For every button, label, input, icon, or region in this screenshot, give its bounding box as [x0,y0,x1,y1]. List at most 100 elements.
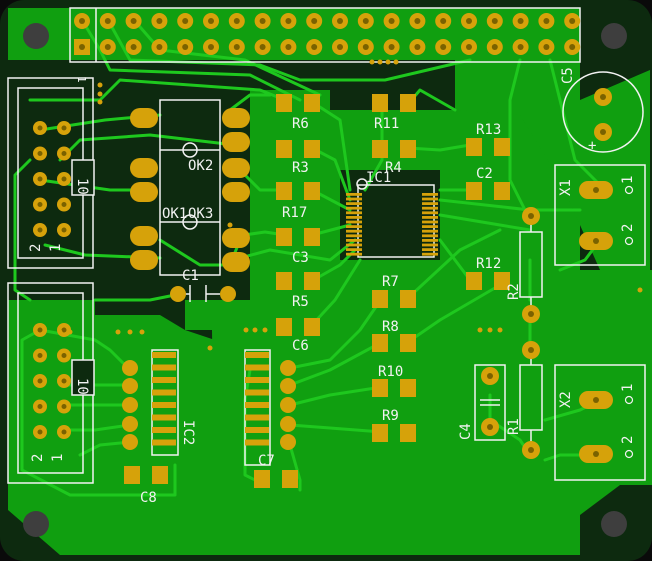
ic2-pad [245,402,269,408]
connector-pin-hole [37,125,43,131]
x1-pin2-label: 2 [620,224,636,232]
ic2-pad [245,427,269,433]
ic1-pad [346,193,362,196]
ic1-pad [422,248,438,251]
pad-holes [487,94,606,457]
connector-pin-hole [61,378,67,384]
connector-pin-hole [61,151,67,156]
header-pin-hole [362,44,369,50]
header-pin-hole [311,18,318,24]
silk-outlines [7,7,646,484]
x1-pin1-label: 1 [620,176,636,184]
ic1-pad [422,216,438,219]
ic1-pad [422,234,438,238]
connector-lower-pin2: 2 [30,454,46,462]
label-c4: C4 [458,423,474,440]
label-ok1: OK1 [162,206,187,222]
header-pin-hole [440,18,447,24]
connector-pin-hole [61,429,67,435]
ic1-pad [422,202,438,205]
header-pin-hole [156,18,163,24]
header-pin-hole [208,44,214,50]
label-r12: R12 [476,256,501,272]
header-pin-hole [543,18,550,24]
header-pin-hole [491,18,498,24]
connector-pin-hole [61,327,67,333]
header-pin-hole [311,44,318,50]
header-pin-hole [440,44,447,50]
header-pin-hole [104,44,111,50]
mounting-holes [23,23,627,537]
x2-pin1-label: 1 [620,384,636,392]
header-pin-hole [233,44,240,50]
ic2-pad [245,414,269,421]
connector-pin-hole [37,404,43,409]
ic1-pad [346,229,362,233]
ic1-pad [346,225,362,228]
label-r9: R9 [382,408,399,424]
silk-labels: 1 10 1 2 10 1 2 OK2 OK1 OK3 C1 R6 R3 R17… [28,67,636,506]
label-r5: R5 [292,294,309,310]
header-pin-hole [259,18,266,24]
connector-upper-pins [33,121,71,237]
connector-lower-pins [33,323,71,439]
ic2-pad [245,439,269,446]
label-x2: X2 [558,391,574,408]
label-c7: C7 [258,453,275,469]
connector-pin-hole [37,227,43,233]
label-r1: R1 [506,418,522,435]
ic1-pad [346,239,362,242]
label-c8: C8 [140,490,157,506]
header-pin-hole [569,18,576,24]
label-c5: C5 [560,67,576,84]
ic2-pads [152,352,269,446]
connector-pin-hole [61,202,67,207]
label-r2: R2 [506,283,522,300]
ic1-pad [422,193,438,196]
header-pin-hole [517,18,524,24]
smd-pads [124,94,510,488]
ic2-pad [152,402,176,408]
header-pin-hole [388,18,395,24]
connector-lower-pin1: 1 [50,454,66,462]
label-c1: C1 [182,268,199,284]
ic2-pad [245,364,269,371]
header-pin-hole [337,18,343,24]
connector-pin-hole [37,378,43,384]
connector-pin-hole [37,327,43,333]
ic2-pad [152,439,176,446]
label-r3: R3 [292,160,309,176]
label-x1: X1 [558,179,574,196]
ic1-pad [422,220,438,224]
ic1-pad [422,243,438,247]
vias [57,59,643,351]
connector-pin-hole [61,227,67,233]
label-r10: R10 [378,364,403,380]
connector-upper-label: 10 [74,178,90,195]
header-pin-hole [79,18,85,24]
ic2-pad [245,352,269,358]
ic1-pad [422,206,438,210]
ic1-pads [346,193,438,256]
header-pin-hole [208,18,214,24]
label-ic2: IC2 [180,420,196,445]
connector-pin-hole [61,125,67,131]
ic1-pad [346,248,362,251]
connector-pin-hole [37,151,43,156]
header-pin-hole [259,44,266,50]
connector-pin-hole [37,202,43,207]
header-pin-hole [104,18,111,24]
header-pin-hole [388,44,395,50]
connector-pin-hole [61,353,67,358]
label-r13: R13 [476,122,501,138]
c5-polarity-mark: + [588,138,596,154]
header-pin-hole [285,44,292,50]
header-pin-hole [466,44,472,50]
header-pin-hole [517,44,524,50]
header-pin-hole [362,18,369,24]
ic1-pad [422,252,438,256]
connector-pin-hole [37,429,43,435]
ic2-pad [152,427,176,433]
ic2-pad [152,352,176,358]
header-pin-hole [130,44,137,50]
